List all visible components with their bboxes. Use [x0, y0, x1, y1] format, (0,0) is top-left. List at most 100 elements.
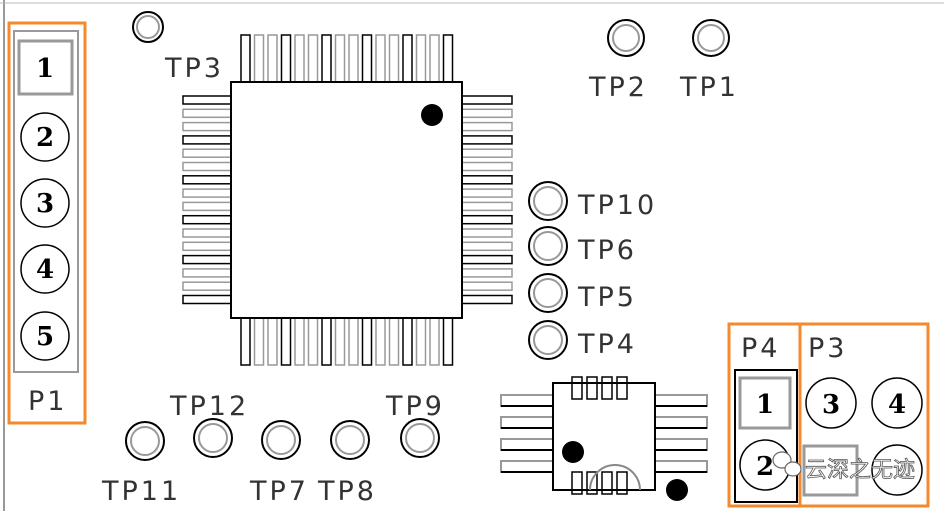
qfp-pin-right	[461, 148, 513, 158]
p3-pin-3: 3	[822, 390, 840, 420]
qfp-pin-left	[182, 281, 232, 291]
small-ic-pin-left	[500, 460, 554, 473]
qfp-pin-top	[361, 34, 373, 83]
qfp-pin-left	[182, 268, 232, 278]
p4-pad-1	[738, 376, 792, 430]
wechat-icon	[772, 451, 802, 477]
p1-pad-5	[20, 311, 70, 361]
tp1-pad-inner	[697, 24, 725, 52]
watermark-text: 云深之无迹	[805, 458, 915, 483]
small-ic-body	[552, 382, 656, 491]
p1-pad-4	[20, 244, 70, 294]
qfp-pin-top	[294, 34, 305, 83]
tp1-pad	[692, 19, 730, 57]
connector-p3: P3 3 4	[798, 322, 930, 508]
qfp-pin-right	[461, 135, 513, 145]
small-ic-pin-bottom	[571, 471, 583, 495]
qfp-pin-bottom	[307, 317, 319, 366]
qfp-pin-top	[307, 34, 319, 83]
p3-pin-4: 4	[888, 390, 906, 420]
small-ic-pin-right	[654, 394, 708, 407]
qfp-pin-right	[461, 241, 513, 252]
qfp-pin-bottom	[361, 317, 373, 366]
tp10-label: TP10	[577, 190, 657, 221]
qfp-pin-top	[402, 34, 413, 83]
qfp-pin-right	[461, 188, 513, 198]
p3-label: P3	[808, 333, 847, 364]
p1-pad-3	[20, 178, 70, 228]
qfp-pin-right	[461, 201, 513, 212]
qfp-pin-left	[182, 188, 232, 198]
tp9-label: TP9	[385, 391, 445, 422]
qfp-pin-left	[182, 241, 232, 252]
p1-pad-2	[20, 112, 70, 162]
qfp-pin-left	[182, 135, 232, 145]
tp7-label: TP7	[249, 476, 309, 507]
qfp-pin-right	[461, 228, 513, 238]
qfp-pin-top	[267, 34, 278, 83]
tp11-label: TP11	[101, 476, 181, 507]
small-ic-pin-top	[616, 376, 628, 400]
small-ic-orientation-dot	[666, 479, 688, 501]
qfp-pin-bottom	[240, 317, 251, 366]
p1-label: P1	[28, 386, 67, 417]
p3-pad-square	[802, 444, 859, 497]
qfp-pin-top	[334, 34, 346, 83]
qfp-pin-bottom	[267, 317, 278, 366]
qfp-pin-right	[461, 175, 513, 185]
small-ic-pin-left	[500, 394, 554, 407]
qfp-pin-bottom	[375, 317, 386, 366]
small-ic-pin-bottom	[601, 471, 613, 495]
qfp-pin-bottom	[253, 317, 265, 366]
p4-outline	[734, 369, 798, 503]
pin1-marker-dot	[421, 104, 443, 126]
small-ic	[500, 376, 708, 501]
tp6-label: TP6	[577, 235, 637, 266]
qfp-pin-top	[321, 34, 332, 83]
qfp-pin-top	[415, 34, 427, 83]
small-ic-pin-left	[500, 416, 554, 429]
tp10-pad-inner	[533, 186, 563, 216]
p3-pad-round	[871, 444, 923, 496]
tp5-pad-inner	[533, 278, 563, 308]
p1-highlight-box	[7, 21, 87, 425]
tp4-pad-inner	[533, 325, 563, 355]
qfp-pin-left	[182, 294, 232, 305]
qfp-pin-left	[182, 161, 232, 172]
small-ic-pin-left	[500, 438, 554, 451]
tp8-label: TP8	[317, 476, 377, 507]
p1-pin-5: 5	[36, 322, 54, 352]
p1-pad-1	[17, 39, 74, 96]
small-ic-pin1-dot	[562, 441, 584, 463]
qfp-pin-left	[182, 201, 232, 212]
tp9-pad-inner	[405, 423, 435, 453]
qfp-pin-bottom	[321, 317, 332, 366]
qfp-pin-top	[388, 34, 400, 83]
test-points: TP3 TP2 TP1 TP10 TP6 TP5 TP4 TP12 TP9 TP…	[101, 11, 736, 507]
small-ic-pin-top	[571, 376, 583, 400]
qfp-pin-bottom	[415, 317, 427, 366]
connector-p1: 1 2 3 4 5 P1	[7, 21, 87, 425]
small-ic-pin-right	[654, 416, 708, 429]
p4-pin-1: 1	[756, 390, 774, 420]
qfp-pin-right	[461, 254, 513, 265]
qfp-pin-right	[461, 281, 513, 291]
tp4-label: TP4	[577, 329, 637, 360]
qfp-pin-left	[182, 214, 232, 225]
tp2-pad-inner	[612, 24, 640, 52]
small-ic-pin-top	[601, 376, 613, 400]
small-ic-pin-right	[654, 460, 708, 473]
qfp-pin-left	[182, 254, 232, 265]
watermark: 云深之无迹	[772, 451, 915, 483]
tp6-pad-inner	[533, 231, 563, 261]
p3-highlight-box	[798, 322, 930, 508]
tp2-pad	[607, 19, 645, 57]
qfp-pin-right	[461, 95, 513, 105]
qfp-pin-right	[461, 268, 513, 278]
p1-outline	[13, 30, 79, 373]
small-ic-pin-right	[654, 438, 708, 451]
qfp-pin-right	[461, 161, 513, 172]
qfp-pin-bottom	[402, 317, 413, 366]
p1-pin-3: 3	[36, 189, 54, 219]
